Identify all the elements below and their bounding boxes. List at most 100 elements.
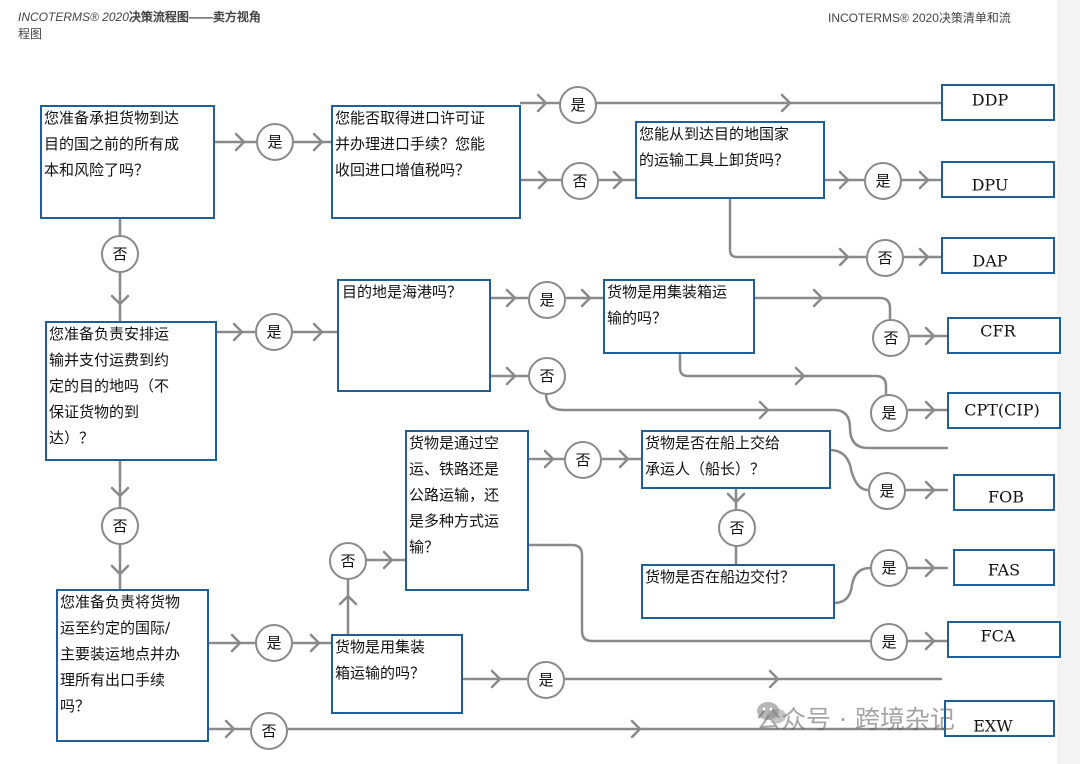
watermark-text: 公众号 · 跨境杂记 bbox=[756, 705, 955, 734]
arrowhead bbox=[536, 93, 548, 113]
question-q4-line: 您准备负责安排运 bbox=[49, 325, 169, 343]
arrowhead bbox=[838, 170, 850, 190]
term-cfr-label: CFR bbox=[980, 322, 1016, 341]
question-q10-line: 主要装运地点并办 bbox=[60, 645, 180, 663]
term-fob-label: FOB bbox=[988, 488, 1024, 507]
term-box-ddp: DDP bbox=[941, 84, 1055, 121]
question-q11-line: 箱运输的吗？ bbox=[335, 664, 425, 682]
term-cpt-label: CPT(CIP) bbox=[964, 401, 1040, 420]
term-box-dap: DAP bbox=[941, 237, 1055, 274]
question-q1-line: 本和风险了吗？ bbox=[44, 161, 149, 179]
question-q4-line: 输并支付运费到约 bbox=[49, 351, 169, 369]
answer-no-label: 否 bbox=[340, 552, 355, 570]
question-q2-line: 您能否取得进口许可证 bbox=[335, 109, 485, 127]
answer-no-label: 否 bbox=[729, 519, 744, 537]
connector-q6-no-cfr bbox=[754, 296, 948, 338]
arrowhead bbox=[110, 294, 130, 306]
question-box-q9: 货物是否在船边交付？ bbox=[641, 564, 835, 619]
answer-yes-label: 是 bbox=[267, 133, 282, 151]
question-box-q5: 目的地是海港吗？ bbox=[337, 279, 491, 392]
arrowhead bbox=[543, 449, 555, 469]
arrowhead bbox=[232, 322, 244, 342]
answer-no-circle: 否 bbox=[329, 542, 367, 580]
connector-q9-yes-fas bbox=[833, 566, 948, 605]
term-dpu-label: DPU bbox=[972, 176, 1009, 195]
arrowhead bbox=[924, 326, 936, 346]
arrowhead bbox=[838, 247, 850, 267]
answer-no-circle: 否 bbox=[872, 319, 910, 357]
header-left-italic: INCOTERMS® 2020 bbox=[18, 10, 129, 24]
answer-yes-circle: 是 bbox=[255, 313, 293, 351]
question-box-q8: 货物是否在船上交给 承运人（船长）？ bbox=[641, 430, 831, 489]
header-left-bold: 决策流程图——卖方视角 bbox=[128, 10, 261, 24]
arrowhead bbox=[490, 669, 502, 689]
answer-yes-label: 是 bbox=[266, 634, 281, 652]
term-fas-label: FAS bbox=[988, 561, 1020, 580]
answer-yes-label: 是 bbox=[881, 404, 896, 422]
arrowhead bbox=[312, 132, 324, 152]
question-q4-line: 达）？ bbox=[49, 429, 94, 447]
arrowhead bbox=[630, 719, 642, 739]
question-q6-line: 货物是用集装箱运 bbox=[607, 283, 727, 301]
arrowhead bbox=[924, 631, 936, 651]
question-q1-line: 您准备承担货物到达 bbox=[44, 109, 179, 127]
question-q5-line: 目的地是海港吗？ bbox=[342, 283, 462, 301]
answer-yes-circle: 是 bbox=[870, 394, 908, 432]
answer-yes-label: 是 bbox=[875, 172, 890, 190]
watermark: 公众号 · 跨境杂记 bbox=[756, 700, 955, 736]
arrowhead bbox=[338, 594, 358, 606]
answer-yes-circle: 是 bbox=[868, 472, 906, 510]
answer-yes-circle: 是 bbox=[528, 281, 566, 319]
header-right-title: INCOTERMS® 2020决策清单和流 bbox=[828, 11, 1011, 25]
answer-no-circle: 否 bbox=[101, 507, 139, 545]
answer-yes-label: 是 bbox=[881, 559, 896, 577]
answer-yes-label: 是 bbox=[539, 291, 554, 309]
arrowhead bbox=[612, 170, 624, 190]
term-ddp-label: DDP bbox=[972, 91, 1009, 110]
term-box-dpu: DPU bbox=[941, 161, 1055, 198]
arrowhead bbox=[309, 633, 321, 653]
question-q2-line: 收回进口增值税吗？ bbox=[335, 161, 470, 179]
arrowhead bbox=[924, 558, 936, 578]
question-q7-line: 公路运输，还 bbox=[409, 486, 499, 504]
answer-yes-label: 是 bbox=[570, 96, 585, 114]
question-box-q11: 货物是用集装 箱运输的吗？ bbox=[331, 634, 463, 714]
question-box-q6: 货物是用集装箱运 输的吗？ bbox=[603, 279, 755, 354]
answer-no-label: 否 bbox=[261, 722, 276, 740]
answer-no-label: 否 bbox=[575, 451, 590, 469]
arrowhead bbox=[230, 633, 242, 653]
arrowhead bbox=[794, 366, 806, 386]
term-box-fas: FAS bbox=[953, 549, 1055, 586]
answer-no-label: 否 bbox=[112, 245, 127, 263]
question-box-q1: 您准备承担货物到达 目的国之前的所有成 本和风险了吗？ bbox=[40, 105, 215, 219]
question-q4-line: 定的目的地吗（不 bbox=[49, 377, 169, 395]
arrowhead bbox=[505, 366, 517, 386]
arrowhead bbox=[924, 400, 936, 420]
connector-q11-no-q7 bbox=[346, 558, 406, 635]
answer-yes-circle: 是 bbox=[870, 549, 908, 587]
page-edge-strip bbox=[1057, 0, 1080, 764]
answer-no-circle: 否 bbox=[561, 162, 599, 200]
connector-q5-no-cpt bbox=[490, 374, 948, 450]
answer-no-label: 否 bbox=[572, 172, 587, 190]
term-box-cfr: CFR bbox=[947, 317, 1061, 354]
question-q8-line: 承运人（船长）？ bbox=[645, 460, 765, 478]
term-box-cpt-cip: CPT(CIP) bbox=[947, 392, 1061, 429]
header-left-wrap: 程图 bbox=[18, 27, 43, 41]
answer-no-circle: 否 bbox=[101, 235, 139, 273]
arrowhead bbox=[780, 93, 792, 113]
connector-q6-yes-cpt bbox=[678, 353, 948, 412]
term-exw-label: EXW bbox=[973, 717, 1013, 736]
arrowhead bbox=[110, 486, 130, 498]
arrowhead bbox=[312, 322, 324, 342]
question-q10-line: 吗？ bbox=[60, 697, 90, 715]
answer-yes-circle: 是 bbox=[870, 623, 908, 661]
answer-yes-circle: 是 bbox=[256, 123, 294, 161]
connector-lines bbox=[118, 101, 948, 731]
answer-circles: 是 是 否 是 否 否 是 是 否 否 是 否 是 否 是 是 否 否 是 是 … bbox=[101, 86, 910, 750]
question-box-q3: 您能从到达目的地国家 的运输工具上卸货吗？ bbox=[635, 121, 825, 199]
arrowhead bbox=[234, 132, 246, 152]
arrowhead bbox=[382, 550, 394, 570]
question-q1-line: 目的国之前的所有成 bbox=[44, 135, 179, 153]
